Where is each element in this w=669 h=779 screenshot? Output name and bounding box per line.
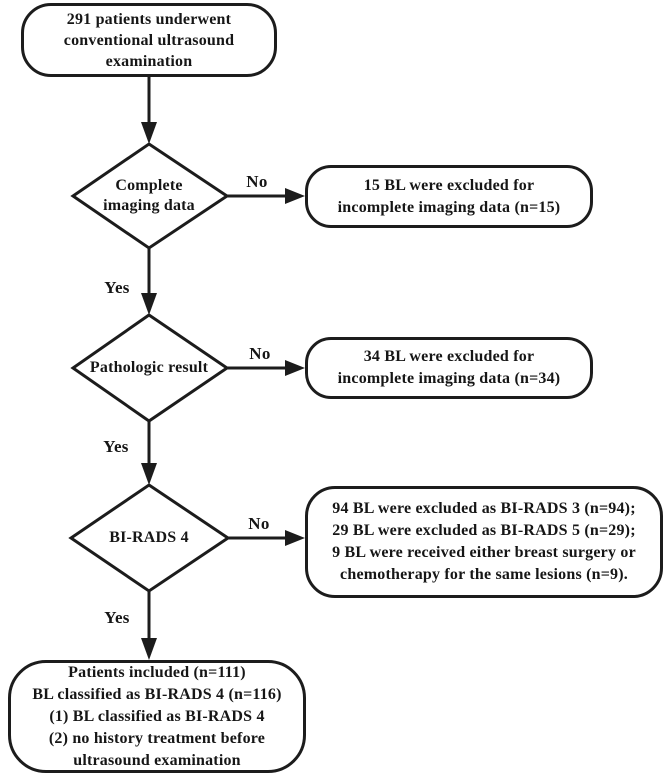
exclusion-node-1: 15 BL were excluded for incomplete imagi…	[305, 165, 593, 228]
arrowhead-right-3-icon	[285, 530, 305, 546]
no-label-2: No	[249, 344, 271, 363]
decision1-diamond	[70, 142, 230, 250]
no-label-1: No	[246, 172, 268, 191]
exclusion-node-2: 34 BL were excluded for incomplete imagi…	[305, 337, 593, 399]
arrowhead-right-1-icon	[285, 188, 305, 204]
decision2-diamond	[70, 313, 230, 423]
yes-label-2: Yes	[103, 437, 129, 456]
arrowhead-right-2-icon	[285, 360, 305, 376]
exclusion-node-3: 94 BL were excluded as BI-RADS 3 (n=94);…	[305, 486, 663, 598]
decision3-diamond	[68, 483, 231, 593]
yes-label-3: Yes	[104, 608, 130, 627]
decision2-label: Pathologic result	[89, 359, 209, 376]
yes-label-1: Yes	[104, 278, 130, 297]
arrowhead-down-2-icon	[141, 293, 157, 315]
no-label-3: No	[248, 514, 270, 533]
start-node: 291 patients underwent conventional ultr…	[21, 3, 277, 77]
end-node: Patients included (n=111) BL classified …	[8, 660, 306, 773]
decision3-label: BI-RADS 4	[109, 529, 189, 546]
arrowhead-down-1-icon	[141, 122, 157, 144]
arrowhead-down-4-icon	[141, 638, 157, 660]
decision1-label: Complete imaging data	[103, 177, 195, 214]
arrowhead-down-3-icon	[141, 463, 157, 485]
